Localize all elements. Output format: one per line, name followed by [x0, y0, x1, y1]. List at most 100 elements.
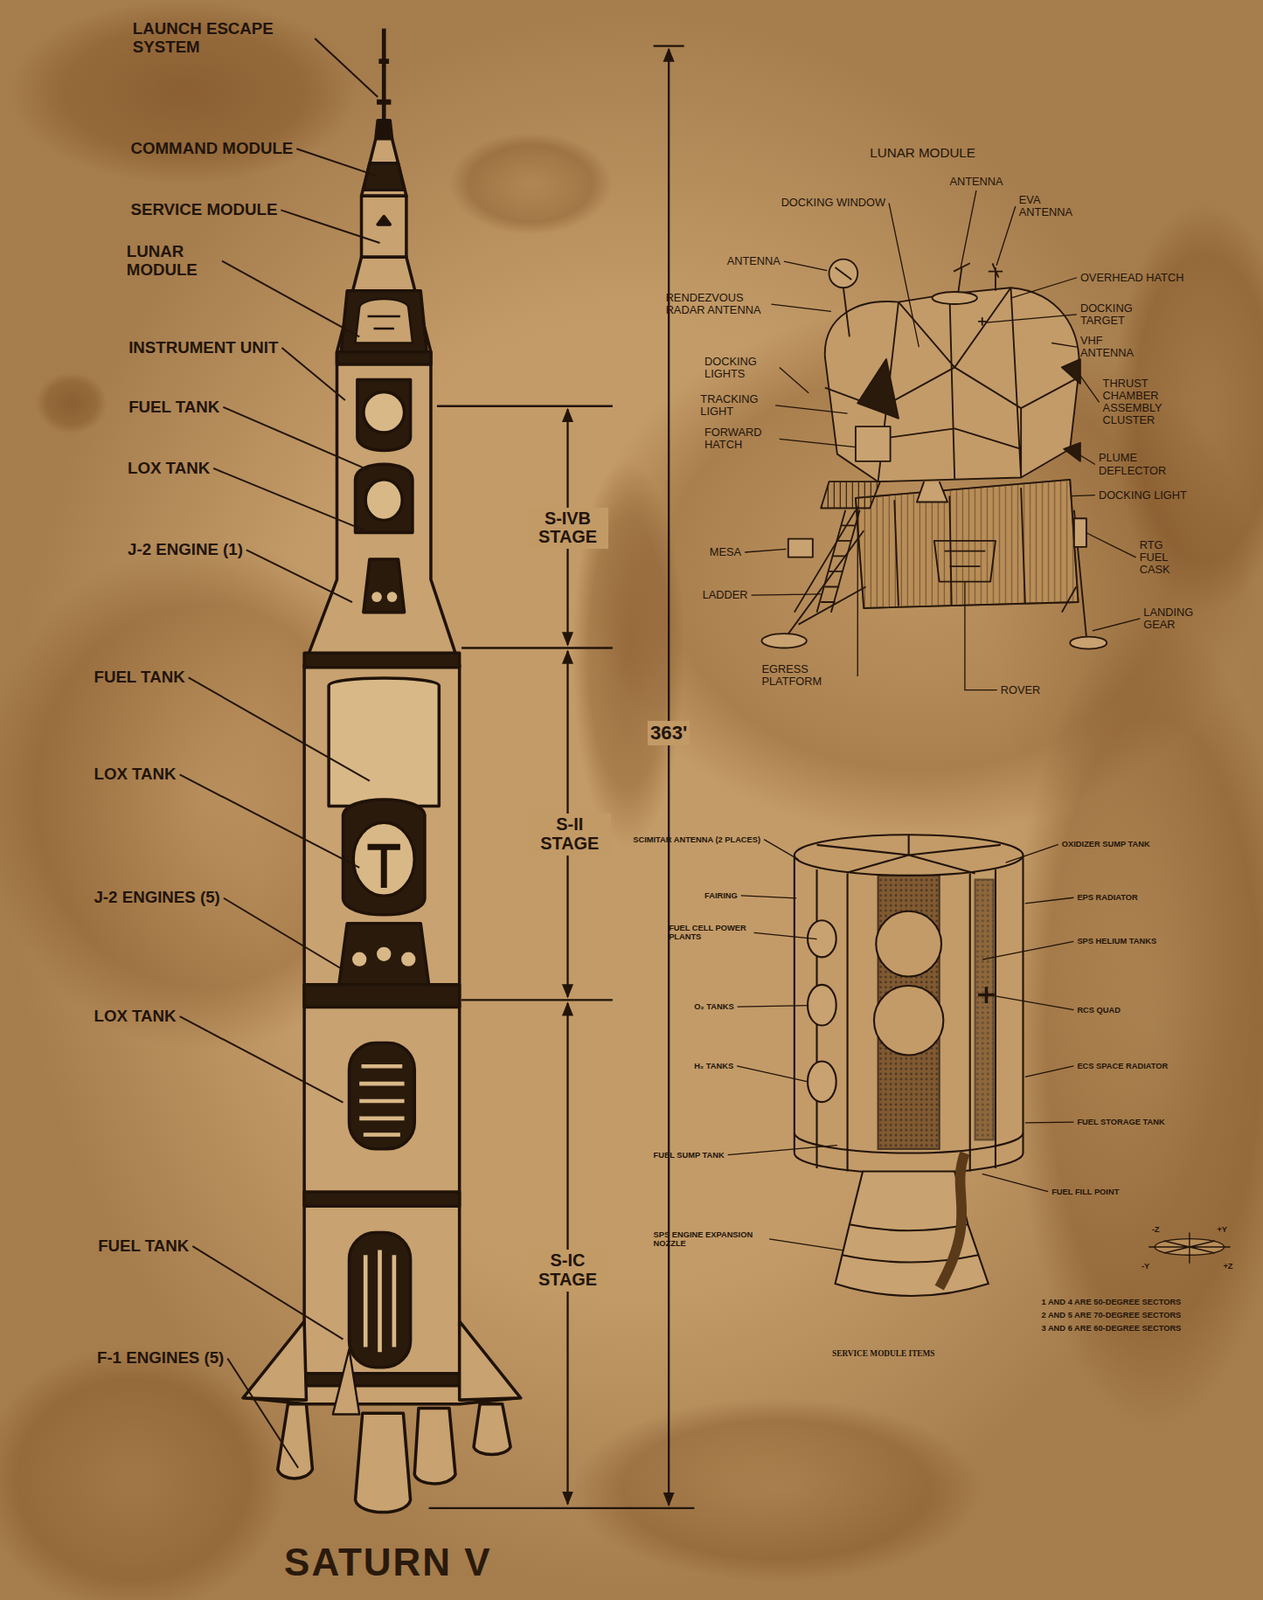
leader-line: [736, 1066, 809, 1083]
part-label: LOX TANK: [93, 1007, 176, 1027]
lunar-module-drawing: [894, 487, 1026, 606]
leader-line: [888, 202, 919, 347]
dimension-lines: [429, 46, 695, 1509]
saturn-v-rocket: [304, 1374, 460, 1387]
leader-line: [1025, 897, 1075, 904]
leader-line: [296, 148, 376, 176]
part-label: LADDER: [702, 589, 749, 602]
saturn-v-rocket: [340, 291, 427, 353]
leader-line: [280, 209, 380, 243]
note: 1 AND 4 ARE 50-DEGREE SECTORS: [1041, 1297, 1182, 1307]
lunar-module-drawing: [825, 287, 1080, 482]
part-label: SPS ENGINE EXPANSION NOZZLE: [653, 1230, 766, 1249]
lunar-module-drawing: [1061, 510, 1087, 638]
axis-label: +Y: [1216, 1225, 1228, 1235]
service-module-drawing: [978, 986, 995, 1004]
leader-line: [1080, 375, 1100, 403]
saturn-v-rocket: [352, 951, 367, 966]
saturn-v-rocket: [355, 298, 413, 343]
part-label: LOX TANK: [127, 459, 210, 479]
dimension-lines: [437, 405, 613, 408]
leader-line: [1010, 277, 1076, 299]
stage-label: S-IC STAGE: [527, 1249, 610, 1292]
service-module-drawing: [875, 911, 942, 978]
lunar-module-drawing: [978, 317, 986, 326]
part-label: FUEL CELL POWER PLANTS: [668, 923, 750, 942]
saturn-v-rocket: [328, 678, 439, 807]
saturn-v-rocket: [336, 352, 431, 365]
saturn-v-rocket: [349, 1233, 411, 1368]
leader-line: [1072, 495, 1096, 497]
dimension-lines: [653, 44, 685, 47]
saturn-v-rocket: [304, 652, 460, 667]
saturn-v-rocket: [361, 195, 407, 257]
dimension-lines: [461, 999, 613, 1001]
saturn-v-rocket: [342, 799, 424, 916]
part-label: FUEL TANK: [128, 398, 220, 417]
lunar-module-drawing: [934, 541, 996, 583]
sector-inset: [1148, 1233, 1230, 1264]
part-label: LANDING GEAR: [1143, 606, 1221, 632]
part-label: FAIRING: [704, 891, 738, 901]
leader-line: [1051, 342, 1077, 347]
saturn-v-rocket: [277, 1404, 313, 1479]
saturn-v-rocket: [242, 1321, 306, 1401]
saturn-v-rocket: [304, 1192, 460, 1207]
leader-line: [754, 932, 818, 939]
lunar-module-drawing: [788, 539, 813, 558]
service-module-drawing: [794, 1132, 1024, 1153]
leader-line: [1025, 1122, 1075, 1125]
leader-line: [281, 347, 345, 401]
lunar-module-drawing: [855, 479, 1079, 609]
part-label: VHF ANTENNA: [1080, 334, 1152, 360]
leader-line: [751, 594, 822, 596]
part-label: ROVER: [1000, 684, 1041, 697]
saturn-v-rocket: [371, 591, 382, 603]
leader-line: [1006, 844, 1059, 863]
leader-line: [996, 206, 1016, 266]
saturn-v-rocket: [363, 163, 405, 190]
saturn-v-rocket: [376, 947, 391, 962]
part-label: RCS QUAD: [1076, 1006, 1121, 1015]
leader-line: [982, 941, 1075, 960]
saturn-v-rocket: [375, 120, 393, 139]
axis-label: -Z: [1151, 1225, 1160, 1235]
lunar-module-drawing: [953, 263, 1003, 296]
lunar-module-drawing: [1074, 518, 1087, 548]
saturn-v-rocket: [355, 1413, 411, 1513]
lunar-module-drawing: [1069, 637, 1107, 650]
part-label: DOCKING LIGHT: [1098, 489, 1187, 502]
saturn-v-rocket: [473, 1404, 511, 1456]
leader-line: [779, 367, 809, 394]
part-label: FORWARD HATCH: [704, 426, 777, 452]
lunar-module-drawing: [855, 426, 891, 462]
saturn-v-rocket: [242, 28, 521, 1513]
lunar-module-drawing: [932, 291, 978, 305]
leader-line: [960, 190, 977, 268]
service-module-drawing: [807, 1061, 837, 1103]
part-label: FUEL TANK: [93, 668, 185, 688]
saturn-v-rocket: [359, 1066, 404, 1135]
leader-line: [192, 1246, 343, 1340]
service-module-drawing: [794, 834, 1024, 876]
saturn-v-rocket: [353, 822, 415, 896]
service-module-drawing: [794, 855, 1024, 1174]
stage-label: S-II STAGE: [528, 813, 611, 856]
leader-line: [180, 1016, 344, 1103]
part-label: PLUME DEFLECTOR: [1098, 451, 1180, 477]
service-module-drawing: [794, 834, 1024, 1297]
part-label: J-2 ENGINES (5): [93, 888, 220, 908]
leader-line: [775, 405, 847, 414]
lunar-module-drawing: [916, 481, 948, 502]
leader-line: [779, 438, 856, 447]
leader-line: [996, 996, 1074, 1011]
saturn-v-rocket: [401, 951, 416, 966]
lunar-module-drawing: [817, 510, 861, 613]
leader-line: [223, 898, 344, 971]
leader-line: [213, 468, 366, 531]
leader-line: [222, 261, 360, 338]
lunar-module-drawing: [1061, 359, 1081, 462]
